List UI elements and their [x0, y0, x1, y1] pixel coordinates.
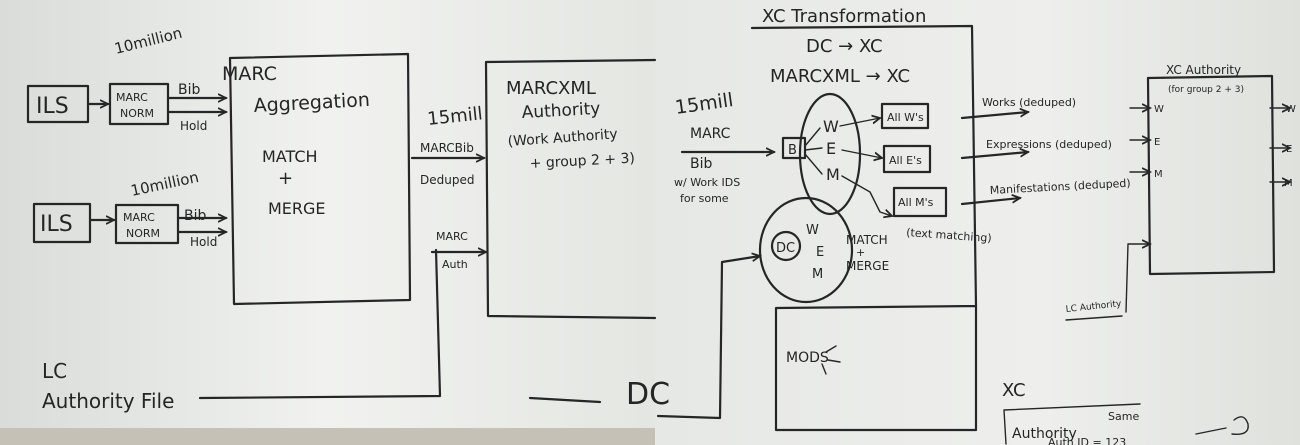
left-deduped-label: Deduped [420, 173, 474, 187]
bib-box-label: B [788, 143, 797, 158]
xc-auth-in-e: E [1154, 137, 1160, 148]
right-board [655, 0, 1300, 445]
dc-wem-m: M [812, 267, 823, 282]
dc-connector [656, 256, 760, 420]
works-deduped-label: Works (deduped) [982, 96, 1076, 109]
all-m-label: All M's [898, 196, 934, 209]
xc-note-title: XC [1002, 380, 1026, 401]
wem-w: W [823, 117, 839, 136]
authority-line2: Authority [521, 99, 601, 123]
xc-auth-in-w: W [1154, 104, 1164, 115]
left-marcbib-label: MARCBib [420, 141, 474, 155]
all-w-label: All W's [887, 111, 924, 124]
top-norm-line2: NORM [120, 107, 154, 120]
xc-note-line2: Auth ID = 123 [1048, 436, 1126, 445]
right-marc-label: MARC [690, 126, 731, 142]
mods-spark [821, 345, 841, 375]
dc-circle-label: DC [776, 241, 795, 256]
left-board [0, 0, 655, 445]
right-bib-label: Bib [690, 156, 712, 172]
marcxml-xc-label: MARCXML → XC [770, 66, 910, 87]
bottom-marc-norm-box [114, 203, 180, 245]
authority-line4: + group 2 + 3) [529, 151, 635, 172]
all-e-label: All E's [889, 154, 922, 167]
authority-line3: (Work Authority [507, 126, 618, 150]
dc-wem-w: W [806, 223, 819, 238]
bottom-ils-box [32, 202, 92, 244]
aggregation-line3: MATCH [262, 147, 318, 166]
match-label: MATCH [846, 233, 888, 247]
xc-transformation-title: XC Transformation [762, 6, 926, 27]
aggregation-line5: MERGE [268, 199, 326, 218]
xc-transformation-box [750, 24, 978, 432]
all-m-box [892, 186, 948, 218]
all-w-box [880, 102, 930, 130]
xc-auth-out-w: W [1286, 104, 1296, 115]
bottom-ils-label: ILS [40, 212, 73, 237]
xc-auth-out-e: E [1286, 144, 1292, 155]
wem-m: M [826, 165, 840, 184]
expressions-deduped-label: Expressions (deduped) [986, 138, 1112, 151]
merge-label: MERGE [846, 259, 889, 273]
all-e-box [882, 144, 932, 174]
text-matching-label: (text matching) [906, 226, 992, 245]
right-work-ids-label: w/ Work IDS [674, 176, 740, 189]
xc-auth-out-m: M [1284, 178, 1293, 189]
marcxml-authority-box [484, 58, 657, 320]
bib-box [781, 136, 807, 160]
dc-xc-label: DC → XC [806, 36, 883, 57]
bottom-norm-line1: MARC [123, 211, 155, 224]
top-norm-line1: MARC [116, 91, 148, 104]
aggregation-line1: MARC [222, 63, 277, 85]
bottom-bib-label: Bib [184, 208, 206, 224]
xc-note-line1: Authority [1012, 426, 1077, 442]
top-bib-label: Bib [178, 82, 200, 98]
lc-label-line1: LC [42, 359, 67, 383]
lc-authority-arrow [1125, 244, 1150, 313]
dc-match-circle [758, 196, 854, 304]
dc-circle [770, 230, 802, 262]
xc-note-extra: Same [1108, 410, 1139, 423]
dc-underline [528, 396, 602, 404]
right-for-some-label: for some [680, 192, 729, 205]
xc-note-scribble [1195, 416, 1249, 435]
top-hold-label: Hold [180, 119, 207, 133]
lc-authority-connector [198, 248, 442, 400]
xc-auth-in-m: M [1154, 169, 1163, 180]
xc-authority-title: XC Authority [1166, 63, 1241, 77]
bottom-norm-line2: NORM [126, 227, 160, 240]
top-ils-label: ILS [36, 94, 69, 119]
marc-aggregation-box [228, 52, 412, 306]
aggregation-line4: + [278, 168, 293, 189]
wem-e: E [826, 139, 836, 158]
xc-authority-subtitle: (for group 2 + 3) [1168, 85, 1244, 95]
left-marc-auth-line2: Auth [442, 258, 468, 271]
left-marc-auth-line1: MARC [436, 230, 468, 243]
xc-authority-box [1146, 74, 1276, 276]
bottom-hold-label: Hold [190, 235, 217, 249]
top-marc-norm-box [108, 82, 170, 126]
dc-label: DC [626, 377, 670, 412]
plus-label: + [856, 246, 865, 259]
dc-wem-e: E [816, 245, 824, 260]
board-tray [0, 428, 655, 445]
xc-note-bracket [1003, 403, 1141, 445]
mods-label: MODS [786, 350, 829, 366]
lc-label-line2: Authority File [42, 389, 174, 413]
authority-line1: MARCXML [506, 78, 596, 99]
